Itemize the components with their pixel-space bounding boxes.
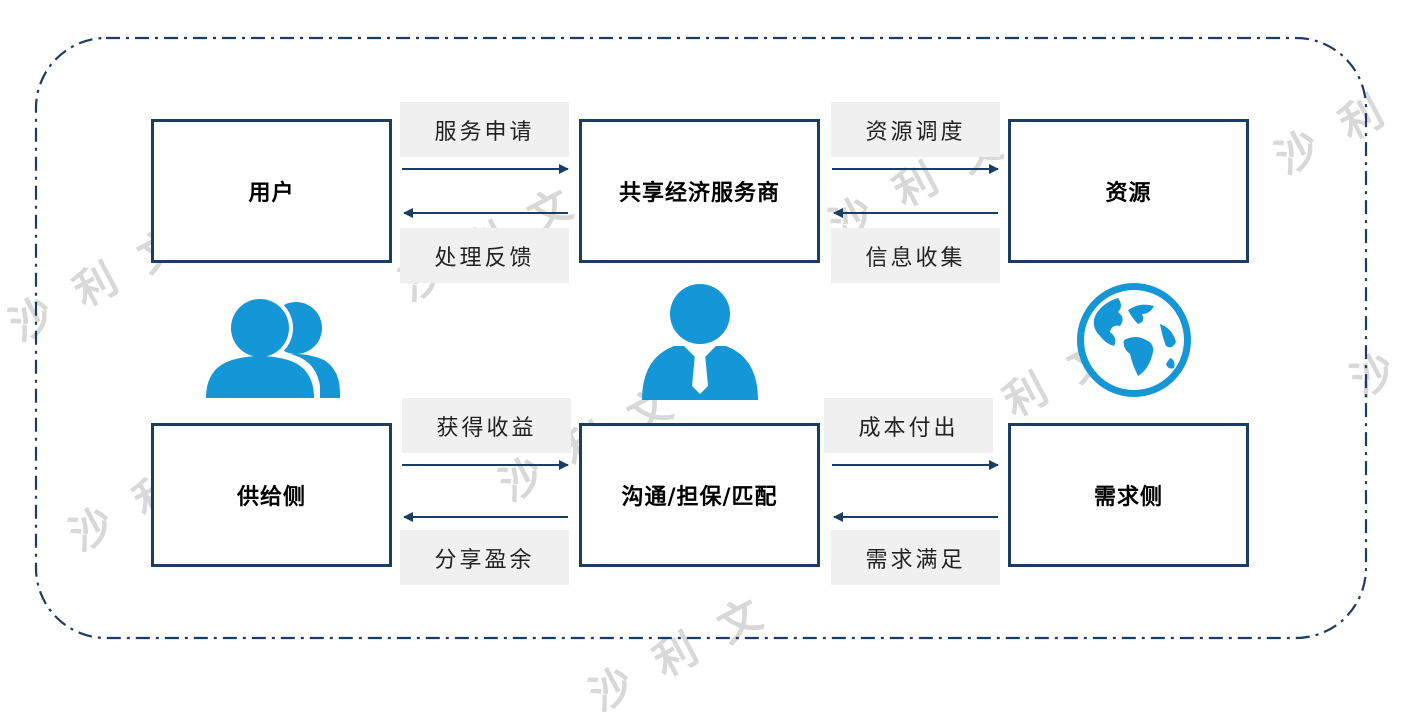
label-share-surplus: 分享盈余 <box>400 530 569 585</box>
shared-economy-diagram: 沙 利 文 沙 利 文 沙 利 文 沙 利 沙 利 文 沙 利 文 沙 利 文 … <box>1 36 1404 721</box>
dashed-frame <box>34 36 1368 640</box>
users-icon <box>200 295 340 400</box>
label-gain-revenue: 获得收益 <box>402 398 571 453</box>
globe-icon <box>1077 283 1191 397</box>
node-supply-side: 供给侧 <box>151 423 392 567</box>
label-info-collection: 信息收集 <box>831 228 1000 283</box>
label-service-request: 服务申请 <box>400 102 569 157</box>
node-provider: 共享经济服务商 <box>579 119 820 263</box>
businessman-icon <box>642 284 758 400</box>
label-resource-dispatch: 资源调度 <box>831 102 1000 157</box>
node-platform: 沟通/担保/匹配 <box>579 423 820 567</box>
label-processing-feedback: 处理反馈 <box>400 228 569 283</box>
label-demand-met: 需求满足 <box>831 530 1000 585</box>
frame-and-arrows <box>34 36 1368 640</box>
node-user: 用户 <box>151 119 392 263</box>
label-cost-paid: 成本付出 <box>824 398 993 453</box>
node-resource: 资源 <box>1008 119 1249 263</box>
node-demand-side: 需求侧 <box>1008 423 1249 567</box>
